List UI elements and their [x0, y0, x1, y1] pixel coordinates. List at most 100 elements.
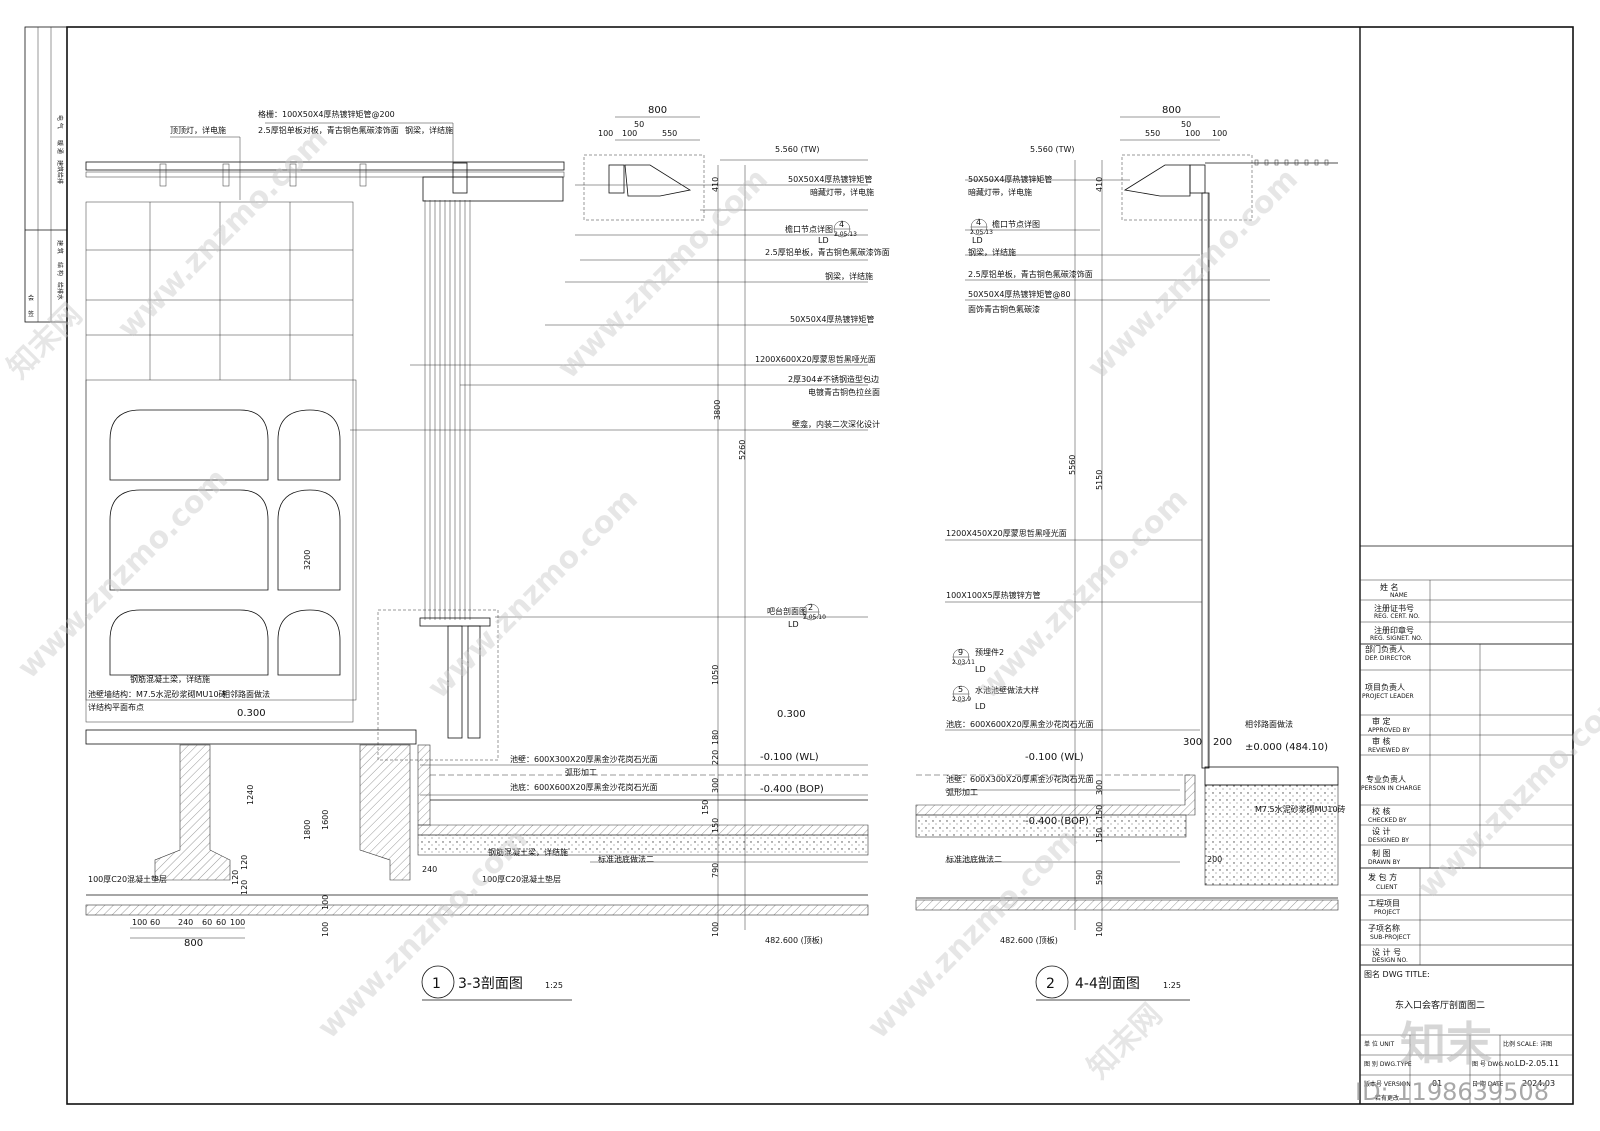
s1-base-100a: 100 — [132, 918, 147, 927]
s2-elev-wl: -0.100 (WL) — [1025, 752, 1084, 763]
wm-brand-1: 知末网 — [1, 297, 89, 385]
tb-dwg-title-label: 图名 DWG TITLE: — [1364, 969, 1430, 979]
s1-label-stone: 1200X600X20厚蒙思哲黑哑光面 — [755, 354, 876, 364]
tb-pic-en: PERSON IN CHARGE — [1361, 785, 1421, 792]
s1-base-100b: 100 — [230, 918, 245, 927]
svg-text:4: 4 — [839, 220, 844, 229]
s2-label-eave: 檐口节点详图 — [992, 219, 1040, 229]
s1-label-rc-beam: 钢筋混凝土梁，详结施 — [130, 674, 210, 684]
s2-callout-pool-wall: 5 2.03.9 LD — [952, 685, 986, 711]
s1-dim-550: 550 — [662, 129, 677, 138]
tb-des-cn: 设 计 — [1372, 826, 1391, 836]
s1-base-60c: 60 — [216, 918, 226, 927]
tb-chk-cn: 校 核 — [1372, 806, 1391, 816]
tb-name-en: NAME — [1390, 592, 1408, 599]
s1-dim-120b: 120 — [231, 870, 240, 885]
s1-title-circle — [421, 965, 455, 999]
tb-pic-cn: 专业负责人 — [1366, 774, 1406, 784]
tb-appr-en: APPROVED BY — [1368, 727, 1410, 734]
s1-dim-1800: 1800 — [303, 820, 312, 840]
s2-callout-eave: 4 2.05.13 LD — [970, 218, 993, 245]
s2-label-paving: 相邻路面做法 — [1245, 719, 1293, 729]
svg-text:2.05.13: 2.05.13 — [970, 229, 993, 236]
tb-rev-en: REVIEWED BY — [1368, 747, 1410, 754]
s2-dim-5150: 5150 — [1095, 470, 1104, 490]
s1-elev-wl: -0.100 (WL) — [760, 752, 819, 763]
tb-pl-en: PROJECT LEADER — [1362, 693, 1414, 700]
s1-dim-300: 300 — [711, 778, 720, 793]
strip-upper-3: 建筑给排 — [56, 160, 64, 184]
s1-label-ceiling-light: 顶顶灯，详电施 — [170, 125, 226, 135]
s1-label-alu-panel-2: 2.5厚铝单板，青古铜色氟碳漆饰面 — [765, 247, 890, 257]
s2-elev-bop: -0.400 (BOP) — [1025, 816, 1089, 827]
s1-title: 3-3剖面图 — [458, 976, 523, 992]
s1-dim-790: 790 — [711, 863, 720, 878]
svg-text:LD: LD — [975, 702, 986, 711]
wm-site-1: www.znzmo.com — [111, 122, 335, 346]
s1-dim-100a: 100 — [598, 129, 613, 138]
s2-label-std-floor: 标准池底做法二 — [946, 854, 1002, 864]
s2-title-number: 2 — [1046, 976, 1055, 992]
s1-elev-tw: 5.560 (TW) — [775, 145, 819, 154]
s2-dim-590: 590 — [1095, 870, 1104, 885]
svg-text:LD: LD — [975, 665, 986, 674]
s2-label-square-tube: 100X100X5厚热镀锌方管 — [946, 590, 1041, 600]
s1-dim-220: 220 — [711, 750, 720, 765]
s1-label-tube-2: 50X50X4厚热镀锌矩管 — [790, 314, 874, 324]
s1-dim-120c: 120 — [240, 880, 249, 895]
wm-brand-2: 知末网 — [1081, 997, 1169, 1085]
s1-label-ss-finish: 电镀青古铜色拉丝面 — [808, 387, 880, 397]
strip-lower-1: 建 筑 — [56, 240, 64, 254]
tb-proj-en: PROJECT — [1374, 909, 1400, 916]
strip-lower-2: 结 构 — [56, 262, 64, 276]
s1-callout-bar: 2 2.05.10 LD — [788, 603, 826, 629]
sheet-outer-border — [66, 26, 1574, 1105]
tb-signet-cn: 注册印章号 — [1374, 625, 1414, 635]
countersign-strip: 电 气 暖 通 建筑给排 建 筑 结 构 给排水 会 签 — [24, 26, 68, 323]
s1-dim-3800: 3800 — [713, 400, 722, 420]
s1-label-struct-ref: 详结构平面布点 — [88, 702, 144, 712]
s1-label-grille: 格栅：100X50X4厚热镀锌矩管@200 — [258, 109, 395, 119]
s1-label-pool-floor: 池底：600X600X20厚黑金沙花岗石光面 — [510, 782, 658, 792]
s1-base-800: 800 — [184, 938, 203, 949]
wm-site-3: www.znzmo.com — [1081, 162, 1305, 386]
svg-text:5: 5 — [958, 685, 963, 694]
s1-dim-150a: 150 — [701, 800, 710, 815]
tb-date-value: 2024.03 — [1522, 1079, 1555, 1088]
s2-label-embed: 预埋件2 — [975, 647, 1004, 657]
s2-callout-embed: 9 2.03.11 LD — [952, 648, 986, 674]
s2-label-finish: 面饰青古铜色氟碳漆 — [968, 304, 1040, 314]
s2-dim-150a: 150 — [1095, 805, 1104, 820]
tb-dno-en: DESIGN NO. — [1372, 957, 1408, 964]
s1-callout-eave: 4 2.05.13 LD — [818, 220, 857, 245]
svg-text:2.03.11: 2.03.11 — [952, 659, 975, 666]
s1-dim-180: 180 — [711, 730, 720, 745]
tb-drw-en: DRAWN BY — [1368, 859, 1400, 866]
s2-dim-100: 100 — [1095, 922, 1104, 937]
s1-dim-1600: 1600 — [321, 810, 330, 830]
wm-site-4: www.znzmo.com — [11, 462, 235, 686]
s2-dim-50: 50 — [1181, 120, 1191, 129]
tb-cert-cn: 注册证书号 — [1374, 603, 1414, 613]
tb-chk-en: CHECKED BY — [1368, 817, 1407, 824]
s2-dim-b200b: 200 — [1207, 855, 1222, 864]
tb-version-value: 01 — [1432, 1079, 1442, 1088]
s2-elev-zero: ±0.000 (484.10) — [1245, 742, 1328, 753]
tb-rev-cn: 审 核 — [1372, 736, 1391, 746]
tb-des-en: DESIGNED BY — [1368, 837, 1409, 844]
s1-label-arc: 弧形加工 — [565, 767, 597, 777]
s1-dim-800: 800 — [648, 105, 667, 116]
s2-dim-100a: 100 — [1185, 129, 1200, 138]
tb-drw-cn: 制 图 — [1372, 848, 1391, 858]
svg-text:LD: LD — [818, 236, 829, 245]
strip-lower-3: 给排水 — [56, 282, 64, 300]
svg-text:LD: LD — [788, 620, 799, 629]
s1-label-paving: 相邻路面做法 — [222, 689, 270, 699]
tb-proj-cn: 工程项目 — [1368, 899, 1400, 908]
s2-dim-800: 800 — [1162, 105, 1181, 116]
tb-scale-label: 比例 SCALE: — [1503, 1040, 1538, 1048]
wm-site-5: www.znzmo.com — [421, 482, 645, 706]
s2-label-pool-floor: 池底：600X600X20厚黑金沙花岗石光面 — [946, 719, 1094, 729]
tb-pl-cn: 项目负责人 — [1365, 682, 1405, 692]
